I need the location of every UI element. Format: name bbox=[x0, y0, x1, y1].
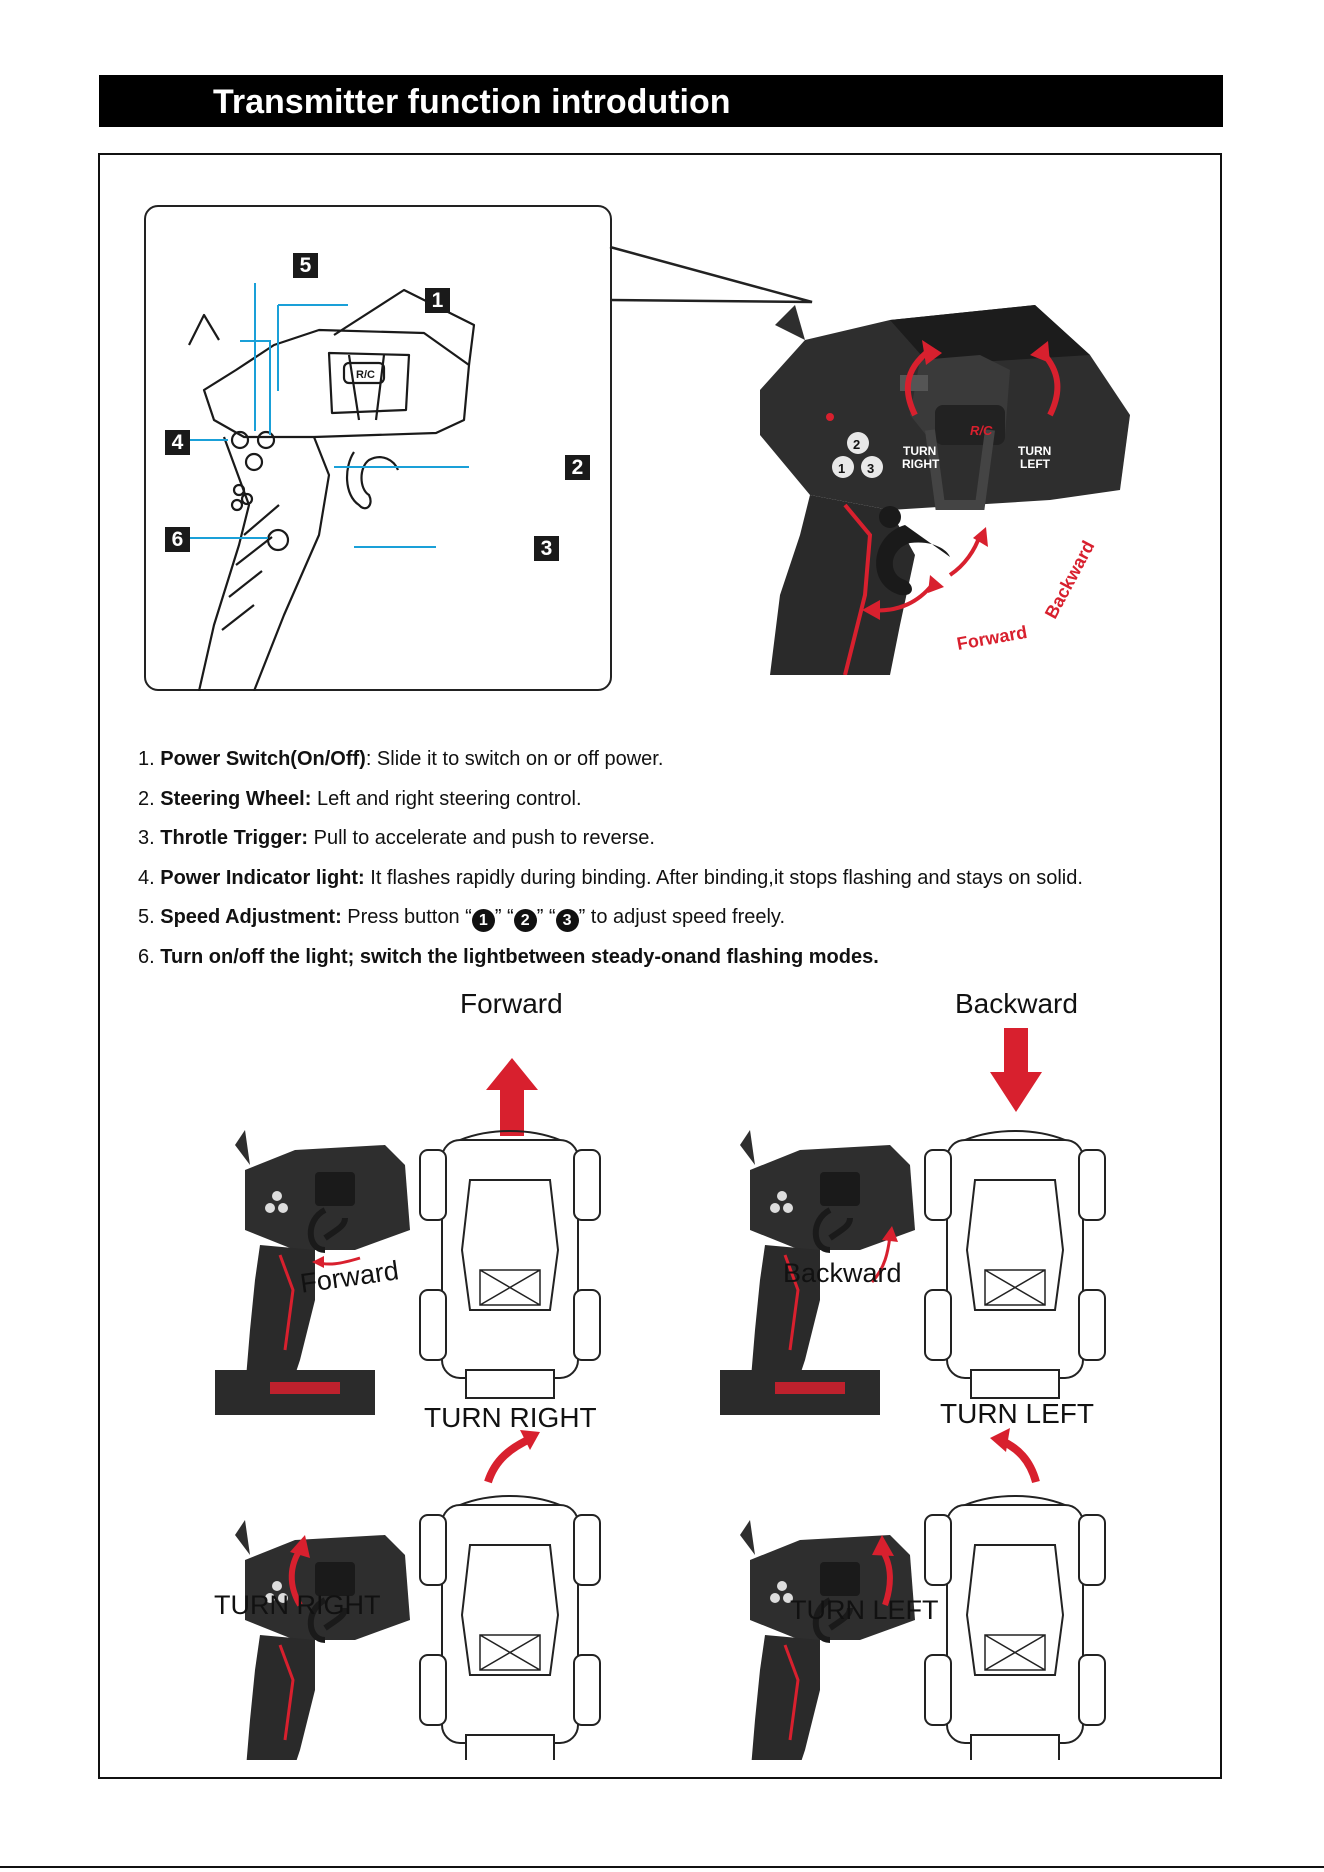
control-label-turn-right: TURN RIGHT bbox=[214, 1590, 381, 1620]
backward-arrow-label: Backward bbox=[1041, 537, 1099, 621]
button-2-icon: 2 bbox=[513, 909, 537, 932]
caption-turn-right: TURN RIGHT bbox=[424, 1402, 597, 1433]
content-frame bbox=[98, 153, 1222, 1779]
turn-left-label-2: LEFT bbox=[1020, 457, 1051, 471]
btn3: 3 bbox=[867, 461, 874, 476]
function-item-5: 5. Speed Adjustment: Press button “1” “2… bbox=[138, 898, 1218, 938]
turn-left-label-1: TURN bbox=[1018, 444, 1051, 458]
detail-diagram-box bbox=[144, 205, 612, 691]
function-item-2: 2. Steering Wheel: Left and right steeri… bbox=[138, 787, 582, 810]
function-item-1: 1. Power Switch(On/Off): Slide it to swi… bbox=[138, 748, 664, 770]
control-label-turn-left: TURN LEFT bbox=[790, 1595, 939, 1625]
caption-turn-left: TURN LEFT bbox=[940, 1398, 1094, 1429]
page-bottom-rule bbox=[0, 1866, 1324, 1868]
mode-panels-graphics bbox=[0, 1028, 1106, 1760]
title-bar: Transmitter function introdution bbox=[99, 75, 1223, 127]
page-title: Transmitter function introdution bbox=[213, 83, 731, 121]
control-label-backward: Backward bbox=[783, 1258, 902, 1288]
function-item-3: 3. Throtle Trigger: Pull to accelerate a… bbox=[138, 827, 655, 849]
button-1-icon: 1 bbox=[471, 909, 495, 932]
caption-backward: Backward bbox=[955, 988, 1078, 1019]
callout-6: 6 bbox=[165, 527, 190, 552]
function-item-4: 4. Power Indicator light: It flashes rap… bbox=[138, 866, 1083, 889]
callout-4: 4 bbox=[165, 430, 190, 455]
turn-right-label-1: TURN bbox=[903, 444, 936, 458]
function-item-6: 6. Turn on/off the light; switch the lig… bbox=[138, 945, 879, 968]
drawing-brand-mark: R/C bbox=[356, 369, 375, 381]
btn2: 2 bbox=[853, 437, 860, 452]
caption-forward: Forward bbox=[460, 988, 563, 1019]
forward-arrow-label: Forward bbox=[955, 622, 1028, 654]
turn-right-label-2: RIGHT bbox=[902, 457, 940, 471]
callout-1: 1 bbox=[425, 288, 450, 313]
transmitter-illustration: 2 1 3 R/C TURN RIGHT TURN LEFT Forward B… bbox=[760, 305, 1130, 675]
zoom-pointer bbox=[609, 245, 813, 304]
function-list: 1. Power Switch(On/Off): Slide it to swi… bbox=[138, 740, 1218, 977]
transmitter-line-drawing: R/C bbox=[174, 283, 476, 691]
btn1: 1 bbox=[838, 461, 845, 476]
callout-5: 5 bbox=[293, 253, 318, 278]
callout-2: 2 bbox=[565, 455, 590, 480]
brand-label: R/C bbox=[970, 423, 993, 438]
button-3-icon: 3 bbox=[555, 909, 579, 932]
callout-3: 3 bbox=[534, 536, 559, 561]
